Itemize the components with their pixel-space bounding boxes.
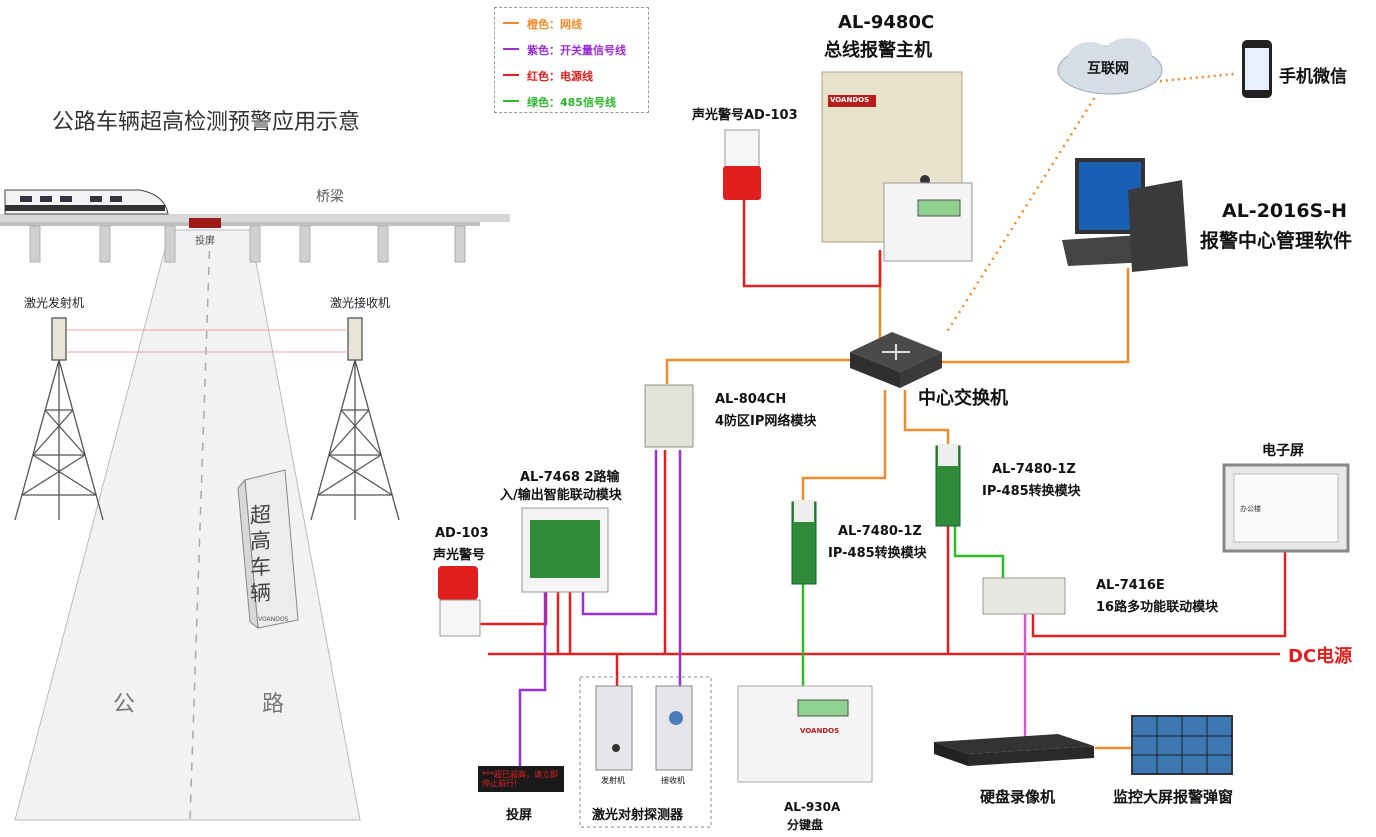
video-wall-image bbox=[1131, 715, 1233, 775]
legend-label: 绿色：485信号线 bbox=[527, 96, 616, 109]
truck-brand: VOANDOS bbox=[258, 616, 289, 623]
laser-tx-tower bbox=[14, 317, 104, 521]
legend-label: 橙色：网线 bbox=[527, 18, 582, 31]
screen-label: 电子屏 bbox=[1262, 443, 1304, 459]
train-image bbox=[4, 189, 169, 215]
legend-line-purple bbox=[503, 48, 519, 50]
siren-top-image bbox=[723, 129, 761, 200]
al-804ch-image bbox=[644, 384, 694, 448]
software-model: AL-2016S-H bbox=[1222, 200, 1348, 222]
small-screen bbox=[189, 218, 221, 228]
legend-line-green bbox=[503, 100, 519, 102]
laser-detector-label: 激光对射探测器 bbox=[592, 808, 684, 823]
dvr-label: 硬盘录像机 bbox=[980, 788, 1056, 806]
siren-left-model: AD-103 bbox=[435, 526, 489, 541]
laser-tx-label: 激光发射机 bbox=[24, 296, 85, 310]
road-label-left: 公 bbox=[113, 692, 136, 717]
laser-rx-detector-image bbox=[655, 685, 693, 771]
al-7416e-name: 16路多功能联动模块 bbox=[1096, 600, 1219, 615]
switch-label: 中心交换机 bbox=[918, 388, 1008, 409]
legend-label: 红色：电源线 bbox=[527, 70, 593, 83]
legend-line-red bbox=[503, 74, 519, 76]
dc-power-label: DC电源 bbox=[1288, 646, 1353, 667]
host-brand: VOANDOS bbox=[830, 96, 870, 104]
road bbox=[14, 229, 361, 821]
al-7468-image bbox=[521, 507, 609, 593]
al-7416e-image bbox=[982, 577, 1066, 615]
laser-rx-label: 激光接收机 bbox=[330, 296, 391, 310]
al-804ch-name: 4防区IP网络模块 bbox=[715, 414, 817, 429]
siren-left-image bbox=[438, 566, 481, 637]
truck-text: 超高车辆 bbox=[250, 502, 271, 606]
al-7480-a-model: AL-7480-1Z bbox=[838, 524, 922, 539]
phone-image bbox=[1242, 40, 1272, 98]
internet-cloud-image bbox=[1057, 38, 1163, 95]
laser-rx-tower bbox=[310, 317, 400, 521]
bridge-deck bbox=[0, 214, 510, 222]
keypad-brand: VOANDOS bbox=[800, 727, 840, 735]
keypad-name: 分键盘 bbox=[787, 818, 824, 832]
alarm-host-image bbox=[821, 71, 973, 262]
bridge-piers bbox=[29, 225, 466, 263]
host-name: 总线报警主机 bbox=[824, 40, 932, 61]
bridge-label: 桥梁 bbox=[316, 189, 344, 205]
computer-image bbox=[1062, 158, 1188, 272]
al-7480-b-image bbox=[935, 444, 961, 527]
host-model: AL-9480C bbox=[838, 12, 935, 33]
switch-image bbox=[850, 332, 942, 388]
siren-top-label: 声光警号AD-103 bbox=[692, 108, 798, 123]
al-804ch-model: AL-804CH bbox=[715, 392, 787, 407]
legend-line-orange bbox=[503, 22, 519, 24]
page-title: 公路车辆超高检测预警应用示意 bbox=[52, 110, 361, 135]
al-7468-model: AL-7468 2路输 bbox=[520, 470, 620, 485]
siren-left-name: 声光警号 bbox=[433, 548, 486, 563]
al-7416e-model: AL-7416E bbox=[1096, 578, 1165, 593]
legend-box: 橙色：网线 紫色：开关量信号线 红色：电源线 绿色：485信号线 bbox=[494, 7, 649, 113]
al-7480-a-image bbox=[791, 500, 817, 585]
legend-label: 紫色：开关量信号线 bbox=[527, 44, 626, 57]
keypad-image bbox=[737, 685, 873, 783]
screen-inner-label: 办公楼 bbox=[1240, 505, 1261, 513]
internet-label: 互联网 bbox=[1087, 61, 1129, 77]
toupin-label: 投屏 bbox=[506, 808, 533, 823]
toupin-screen-text: ***超已超高，请立即停止前行! bbox=[482, 770, 558, 788]
toupin-screen-image bbox=[478, 766, 564, 792]
tx-label: 发射机 bbox=[601, 776, 625, 785]
keypad-model: AL-930A bbox=[784, 800, 841, 814]
wechat-label: 手机微信 bbox=[1279, 67, 1347, 87]
road-label-right: 路 bbox=[262, 692, 285, 717]
laser-tx-detector-image bbox=[595, 685, 633, 771]
al-7468-name: 入/输出智能联动模块 bbox=[500, 488, 622, 503]
al-7480-b-name: IP-485转换模块 bbox=[982, 484, 1081, 499]
road-centerline bbox=[189, 234, 211, 821]
al-7480-a-name: IP-485转换模块 bbox=[828, 546, 927, 561]
software-name: 报警中心管理软件 bbox=[1200, 230, 1353, 252]
al-7480-b-model: AL-7480-1Z bbox=[992, 462, 1076, 477]
rx-label: 接收机 bbox=[661, 776, 685, 785]
laser-detector-group bbox=[579, 676, 712, 828]
dvr-image bbox=[934, 734, 1094, 766]
video-wall-label: 监控大屏报警弹窗 bbox=[1113, 788, 1234, 806]
small-screen-label: 投屏 bbox=[195, 236, 215, 247]
truck-image bbox=[237, 469, 299, 630]
electronic-screen-image bbox=[1222, 463, 1350, 553]
